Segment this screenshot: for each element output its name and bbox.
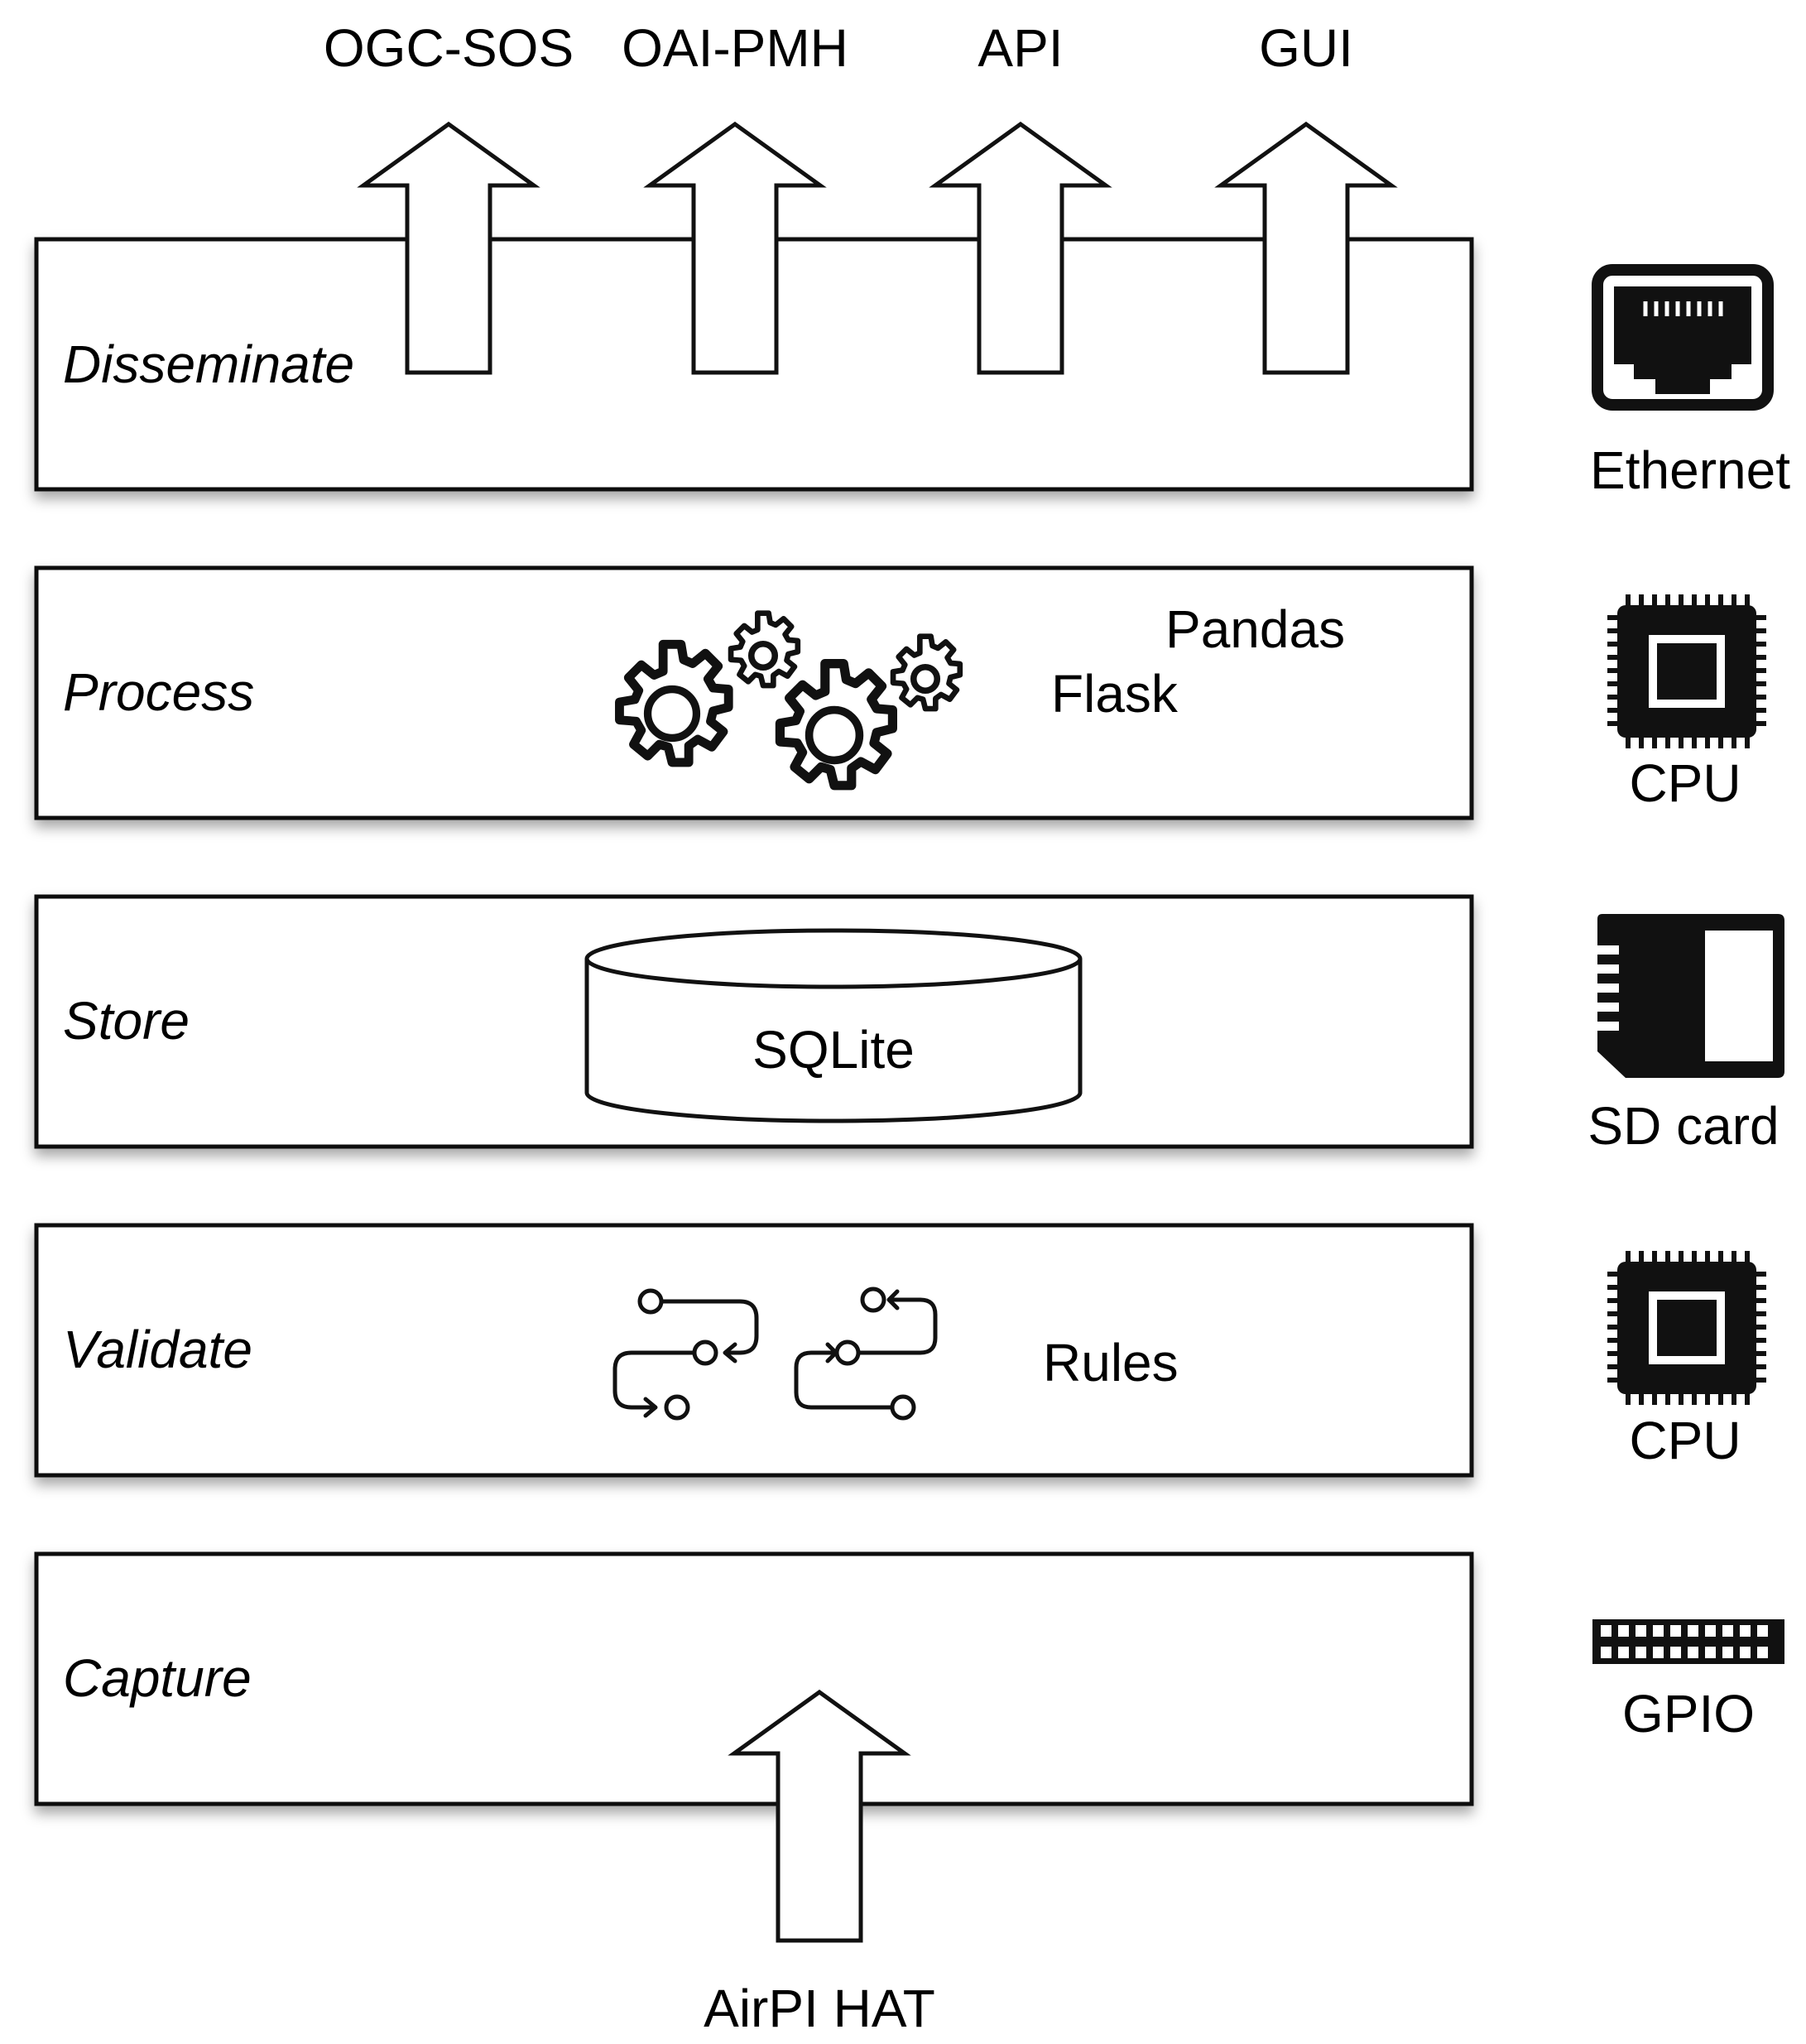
layer-label-capture: Capture [63,1648,252,1708]
output-label-gui: GUI [1259,18,1353,78]
hardware-label-gpio: GPIO [1622,1684,1755,1743]
gpio-header-icon [1592,1619,1784,1664]
output-label-ogc-sos: OGC-SOS [324,18,574,78]
sd-card-icon [1597,914,1784,1078]
hardware-label-cpu-process: CPU [1629,753,1741,813]
database-cylinder-icon [584,928,1083,1123]
arrow-up-gui [1214,121,1398,375]
cpu-chip-icon [1607,594,1766,748]
database-label: SQLite [752,1020,915,1080]
layer-label-store: Store [63,991,190,1051]
workflow-rules-icon [612,1287,938,1421]
layer-capture [34,1551,1474,1806]
gears-icon [619,613,959,786]
output-label-oai-pmh: OAI-PMH [622,18,848,78]
output-label-api: API [977,18,1063,78]
cpu-chip-icon [1607,1251,1766,1405]
arrow-up-ogc-sos [357,121,540,375]
arrow-up-api [929,121,1112,375]
rules-label: Rules [1043,1333,1179,1392]
library-label-pandas: Pandas [1165,599,1345,659]
layer-label-disseminate: Disseminate [63,334,354,394]
layer-process [34,565,1474,820]
hardware-label-sd-card: SD card [1587,1096,1779,1156]
hardware-label-ethernet: Ethernet [1590,440,1790,500]
layer-label-validate: Validate [63,1320,252,1379]
arrow-up-oai-pmh [643,121,827,375]
layer-label-process: Process [63,662,254,722]
hardware-label-cpu-validate: CPU [1629,1411,1741,1470]
arrow-up-airpi-hat [728,1689,911,1943]
library-label-flask: Flask [1051,664,1179,724]
ethernet-port-icon [1592,264,1774,411]
layer-validate [34,1223,1474,1478]
input-label-airpi-hat: AirPI HAT [704,1979,935,2038]
